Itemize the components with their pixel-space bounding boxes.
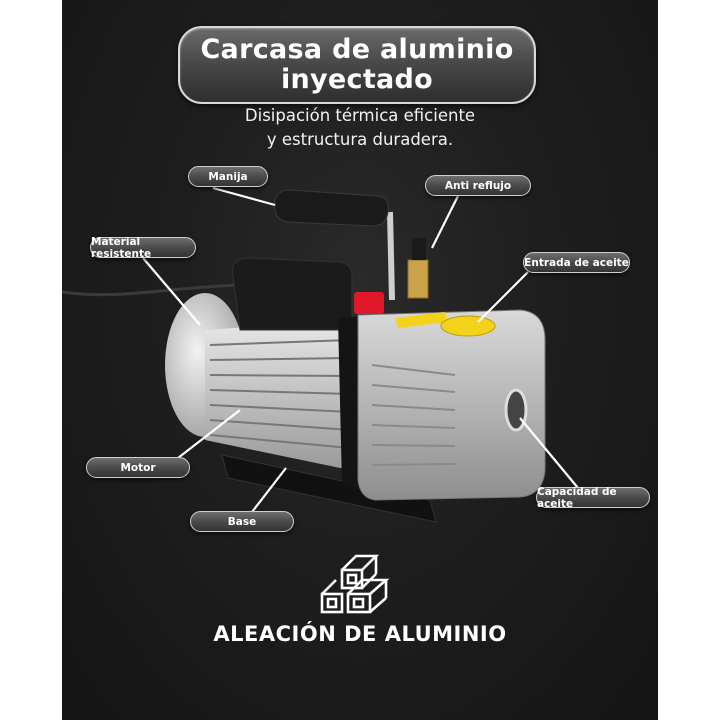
callout-entrada-de-aceite: Entrada de aceite (523, 252, 630, 273)
callout-anti-reflujo: Anti reflujo (425, 175, 531, 196)
title-line-2: inyectado (280, 64, 434, 95)
footer-label: ALEACIÓN DE ALUMINIO (213, 622, 507, 646)
callout-base: Base (190, 511, 294, 532)
subtitle-line-1: Disipación térmica eficiente (244, 106, 476, 125)
title-badge: Carcasa de aluminio inyectado (178, 26, 536, 104)
callout-manija: Manija (188, 166, 268, 187)
subtitle-line-2: y estructura duradera. (266, 130, 454, 149)
callout-material-resistente: Material resistente (90, 236, 196, 260)
title-line-1: Carcasa de aluminio (200, 34, 514, 65)
callout-motor: Motor (86, 457, 190, 478)
callout-capacidad-de-aceite: Capacidad de aceite (536, 486, 650, 510)
subtitle: Disipación térmica eficiente y estructur… (170, 104, 550, 152)
